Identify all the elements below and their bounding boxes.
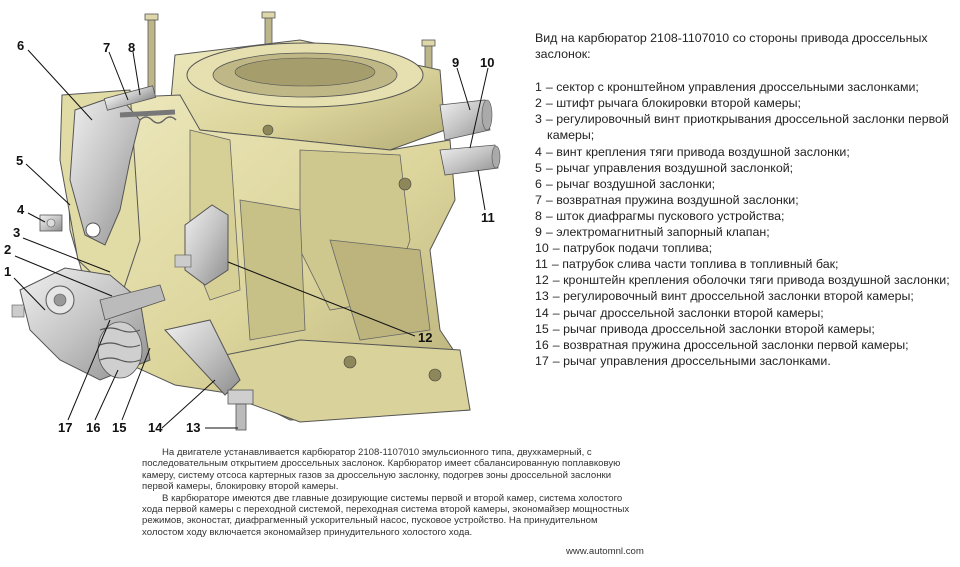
legend-item-number: 10: [535, 241, 549, 256]
legend-item-text: – кронштейн крепления оболочки тяги прив…: [552, 273, 950, 288]
legend-item-number: 12: [535, 273, 549, 288]
legend-item: 12– кронштейн крепления оболочки тяги пр…: [535, 272, 953, 288]
legend-item-number: 13: [535, 289, 549, 304]
legend-item: 2– штифт рычага блокировки второй камеры…: [535, 95, 953, 111]
legend-item-number: 17: [535, 353, 549, 368]
cable-bracket: [174, 204, 229, 286]
legend-item-text: – штифт рычага блокировки второй камеры;: [545, 96, 801, 111]
legend-item-number: 11: [535, 257, 548, 272]
fuel-fittings: [439, 99, 501, 176]
legend-item-text: – возвратная пружина дроссельной заслонк…: [552, 337, 909, 352]
legend-item-text: – рычаг управления воздушной заслонкой;: [545, 160, 794, 175]
callout-10: 10: [480, 55, 494, 70]
legend-item: 10– патрубок подачи топлива;: [535, 240, 953, 256]
callout-6: 6: [17, 38, 24, 53]
legend-item-text: – патрубок слива части топлива в топливн…: [551, 257, 839, 272]
legend-item: 1– сектор с кронштейном управления дросс…: [535, 79, 953, 95]
legend-item-text: – сектор с кронштейном управления дроссе…: [545, 80, 919, 95]
legend-item-text: – возвратная пружина воздушной заслонки;: [545, 192, 799, 207]
site-url: www.automnl.com: [566, 546, 644, 557]
legend-item: 5– рычаг управления воздушной заслонкой;: [535, 160, 953, 176]
callout-17: 17: [58, 420, 72, 435]
throttle-sector: [11, 267, 254, 431]
legend-item-text: – винт крепления тяги привода воздушной …: [545, 144, 850, 159]
legend-item: 8– шток диафрагмы пускового устройства;: [535, 208, 953, 224]
legend-item-number: 15: [535, 321, 549, 336]
callout-15: 15: [112, 420, 126, 435]
legend-item-text: – рычаг управления дроссельными заслонка…: [552, 353, 831, 368]
legend-item-number: 6: [535, 176, 542, 191]
legend-item-text: – рычаг воздушной заслонки;: [545, 176, 716, 191]
callout-numbers: 1 2 3 4 5 6 7 8 9 10 11 12 13 14 15 16 1…: [4, 38, 495, 435]
legend-item: 9– электромагнитный запорный клапан;: [535, 224, 953, 240]
legend-item: 4– винт крепления тяги привода воздушной…: [535, 144, 953, 160]
callout-3: 3: [13, 225, 20, 240]
parts-legend: Вид на карбюратор 2108-1107010 со сторон…: [535, 30, 953, 369]
legend-item-number: 2: [535, 96, 542, 111]
choke-linkage: [39, 85, 177, 246]
legend-item: 6– рычаг воздушной заслонки;: [535, 176, 953, 192]
legend-item-number: 8: [535, 208, 542, 223]
description-paragraph-1: На двигателе устанавливается карбюратор …: [142, 447, 621, 493]
legend-item-number: 1: [535, 80, 542, 95]
callout-1: 1: [4, 264, 11, 279]
legend-item: 15– рычаг привода дроссельной заслонки в…: [535, 321, 953, 337]
legend-item-text: – электромагнитный запорный клапан;: [545, 225, 770, 240]
legend-item: 14– рычаг дроссельной заслонки второй ка…: [535, 305, 953, 321]
legend-title: Вид на карбюратор 2108-1107010 со сторон…: [535, 31, 928, 62]
legend-item: 3– регулировочный винт приоткрывания дро…: [535, 111, 953, 143]
callout-2: 2: [4, 242, 11, 257]
legend-item-text: – шток диафрагмы пускового устройства;: [545, 208, 785, 223]
legend-item-text: – патрубок подачи топлива;: [552, 241, 713, 256]
leader-lines: [13, 49, 489, 429]
callout-12: 12: [418, 330, 432, 345]
callout-7: 7: [103, 40, 110, 55]
legend-item-text: – рычаг дроссельной заслонки второй каме…: [552, 305, 824, 320]
carburetor-cover: [169, 39, 446, 151]
legend-item-number: 16: [535, 337, 549, 352]
legend-item: 17– рычаг управления дроссельными заслон…: [535, 353, 953, 369]
callout-14: 14: [148, 420, 163, 435]
callout-4: 4: [17, 202, 25, 217]
legend-item: 11– патрубок слива части топлива в топли…: [535, 256, 953, 272]
legend-item-number: 4: [535, 144, 542, 159]
legend-item: 16– возвратная пружина дроссельной засло…: [535, 337, 953, 353]
legend-item-number: 9: [535, 225, 542, 240]
carburetor-illustration: 1 2 3 4 5 6 7 8 9 10 11 12 13 14 15 16 1…: [4, 11, 501, 435]
description-text: На двигателе устанавливается карбюратор …: [142, 447, 634, 538]
legend-item-text: – регулировочный винт приоткрывания дрос…: [545, 112, 949, 143]
callout-5: 5: [16, 153, 23, 168]
legend-items: 1– сектор с кронштейном управления дросс…: [535, 79, 953, 369]
legend-item-number: 3: [535, 112, 542, 127]
callout-9: 9: [452, 55, 459, 70]
callout-13: 13: [186, 420, 200, 435]
callout-11: 11: [481, 210, 495, 225]
legend-item-number: 5: [535, 160, 542, 175]
legend-item-number: 7: [535, 192, 542, 207]
legend-item-number: 14: [535, 305, 549, 320]
legend-item-text: – рычаг привода дроссельной заслонки вто…: [552, 321, 875, 336]
callout-16: 16: [86, 420, 100, 435]
legend-item: 7– возвратная пружина воздушной заслонки…: [535, 192, 953, 208]
legend-item: 13– регулировочный винт дроссельной засл…: [535, 288, 953, 304]
description-paragraph-2: В карбюраторе имеются две главные дозиру…: [142, 492, 630, 538]
callout-8: 8: [128, 40, 135, 55]
legend-item-text: – регулировочный винт дроссельной заслон…: [552, 289, 914, 304]
